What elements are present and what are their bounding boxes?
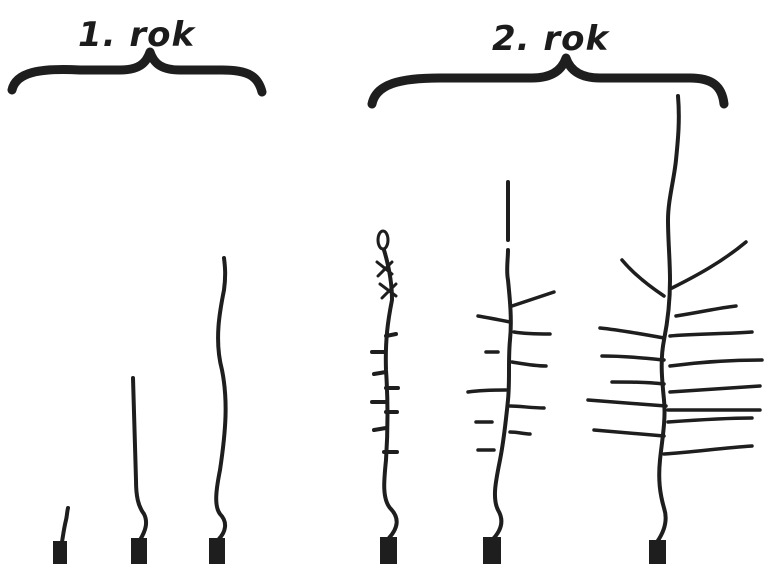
shoot <box>133 378 146 540</box>
side-branches <box>588 242 762 454</box>
cutting-stub <box>53 541 67 564</box>
cutting-stub <box>380 537 397 564</box>
year-two-cutting-1 <box>372 231 398 564</box>
cutting-knob <box>484 540 496 552</box>
year-one-cutting-3 <box>209 258 226 564</box>
year-one-label: 1. rok <box>78 15 197 55</box>
cutting-stub <box>209 538 225 564</box>
shoot <box>216 258 225 540</box>
year-two-label: 2. rok <box>492 19 611 59</box>
cutting-stub <box>131 538 147 564</box>
year-one-cutting-1 <box>53 508 68 564</box>
year-two-cutting-3 <box>588 96 762 564</box>
main-stem <box>492 250 511 540</box>
year-two-cutting-2 <box>468 182 554 564</box>
cross-mark <box>377 262 396 298</box>
year-one-cutting-2 <box>131 378 147 564</box>
year-one-brace <box>12 52 262 92</box>
shoot <box>62 508 68 542</box>
main-stem <box>657 96 679 542</box>
year-two-brace <box>372 58 724 104</box>
bud-tip <box>378 231 388 249</box>
pruned-side-stubs <box>372 334 398 452</box>
